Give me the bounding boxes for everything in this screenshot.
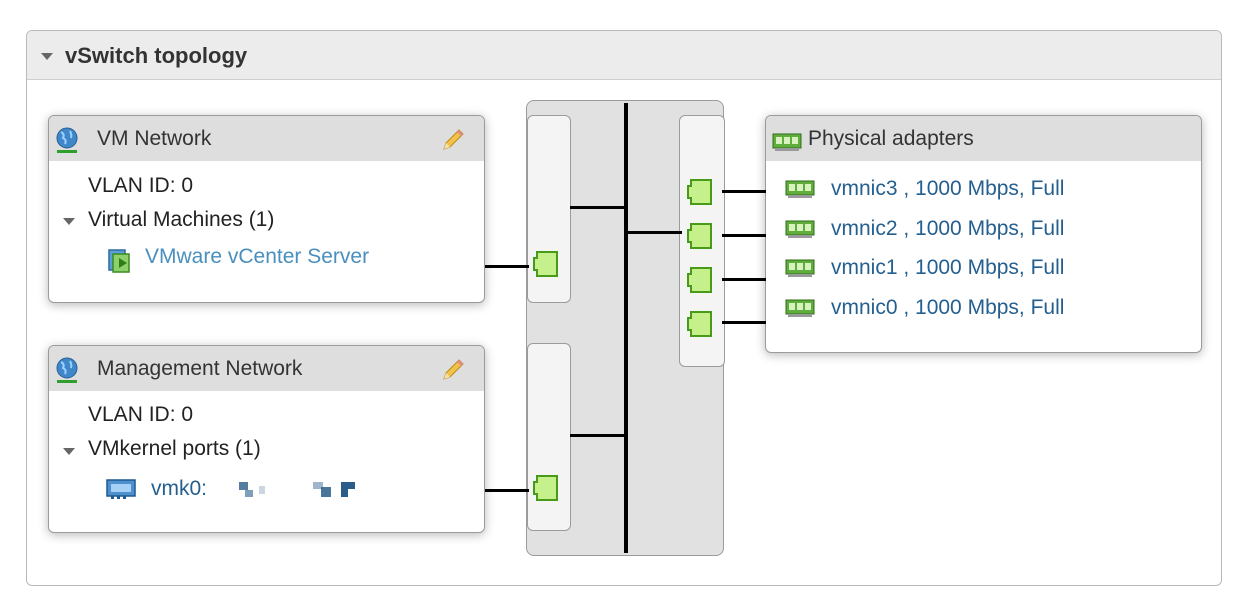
portgroup-name: Management Network bbox=[97, 357, 303, 380]
physical-nic-icon bbox=[785, 180, 815, 198]
uplink-port-icon bbox=[687, 311, 712, 337]
physical-adapter-link[interactable]: vmnic1 , 1000 Mbps, Full bbox=[831, 256, 1065, 279]
vlan-id: VLAN ID: 0 bbox=[88, 403, 194, 426]
uplink-port-icon bbox=[687, 179, 712, 205]
edit-pencil-icon[interactable] bbox=[439, 356, 467, 384]
vm-link[interactable]: VMware vCenter Server bbox=[145, 245, 370, 268]
vmkernel-port-link[interactable]: vmk0: bbox=[151, 477, 208, 500]
edit-pencil-icon[interactable] bbox=[439, 126, 467, 154]
expand-caret-icon[interactable] bbox=[63, 448, 75, 455]
uplink-port-icon bbox=[687, 267, 712, 293]
collapse-caret-icon[interactable] bbox=[41, 53, 53, 60]
physical-adapter-link[interactable]: vmnic0 , 1000 Mbps, Full bbox=[831, 296, 1065, 319]
physical-nic-icon bbox=[785, 259, 815, 277]
physical-nic-icon bbox=[785, 220, 815, 238]
physical-adapter-link[interactable]: vmnic3 , 1000 Mbps, Full bbox=[831, 177, 1065, 200]
portgroup-card-management-network: Management Network VLAN ID: 0 VMkernel p… bbox=[48, 345, 485, 533]
portgroup-card-vm-network: VM Network VLAN ID: 0 Virtual Machines (… bbox=[48, 115, 485, 303]
network-globe-icon bbox=[56, 357, 78, 383]
panel-title: vSwitch topology bbox=[65, 43, 248, 68]
virtual-machine-icon bbox=[108, 249, 130, 273]
network-globe-icon bbox=[56, 127, 78, 153]
section-label[interactable]: VMkernel ports (1) bbox=[88, 437, 261, 460]
portgroup-name: VM Network bbox=[97, 127, 212, 150]
physical-nic-icon bbox=[785, 299, 815, 317]
expand-caret-icon[interactable] bbox=[63, 218, 75, 225]
panel-header[interactable]: vSwitch topology bbox=[27, 31, 1221, 80]
physical-adapters-header: Physical adapters bbox=[766, 116, 1201, 161]
portgroup-header: Management Network bbox=[49, 346, 484, 391]
vmkernel-nic-icon bbox=[106, 479, 136, 499]
portgroup-header: VM Network bbox=[49, 116, 484, 161]
physical-adapters-title: Physical adapters bbox=[808, 127, 974, 150]
vlan-id: VLAN ID: 0 bbox=[88, 174, 194, 197]
section-label[interactable]: Virtual Machines (1) bbox=[88, 208, 275, 231]
portgroup-port-icon bbox=[533, 475, 558, 501]
physical-adapter-link[interactable]: vmnic2 , 1000 Mbps, Full bbox=[831, 217, 1065, 240]
portgroup-port-icon bbox=[533, 251, 558, 277]
physical-nic-icon bbox=[772, 133, 802, 151]
physical-adapters-card: Physical adapters vmnic3 , 1000 Mbps, Fu… bbox=[765, 115, 1202, 353]
uplink-port-icon bbox=[687, 223, 712, 249]
